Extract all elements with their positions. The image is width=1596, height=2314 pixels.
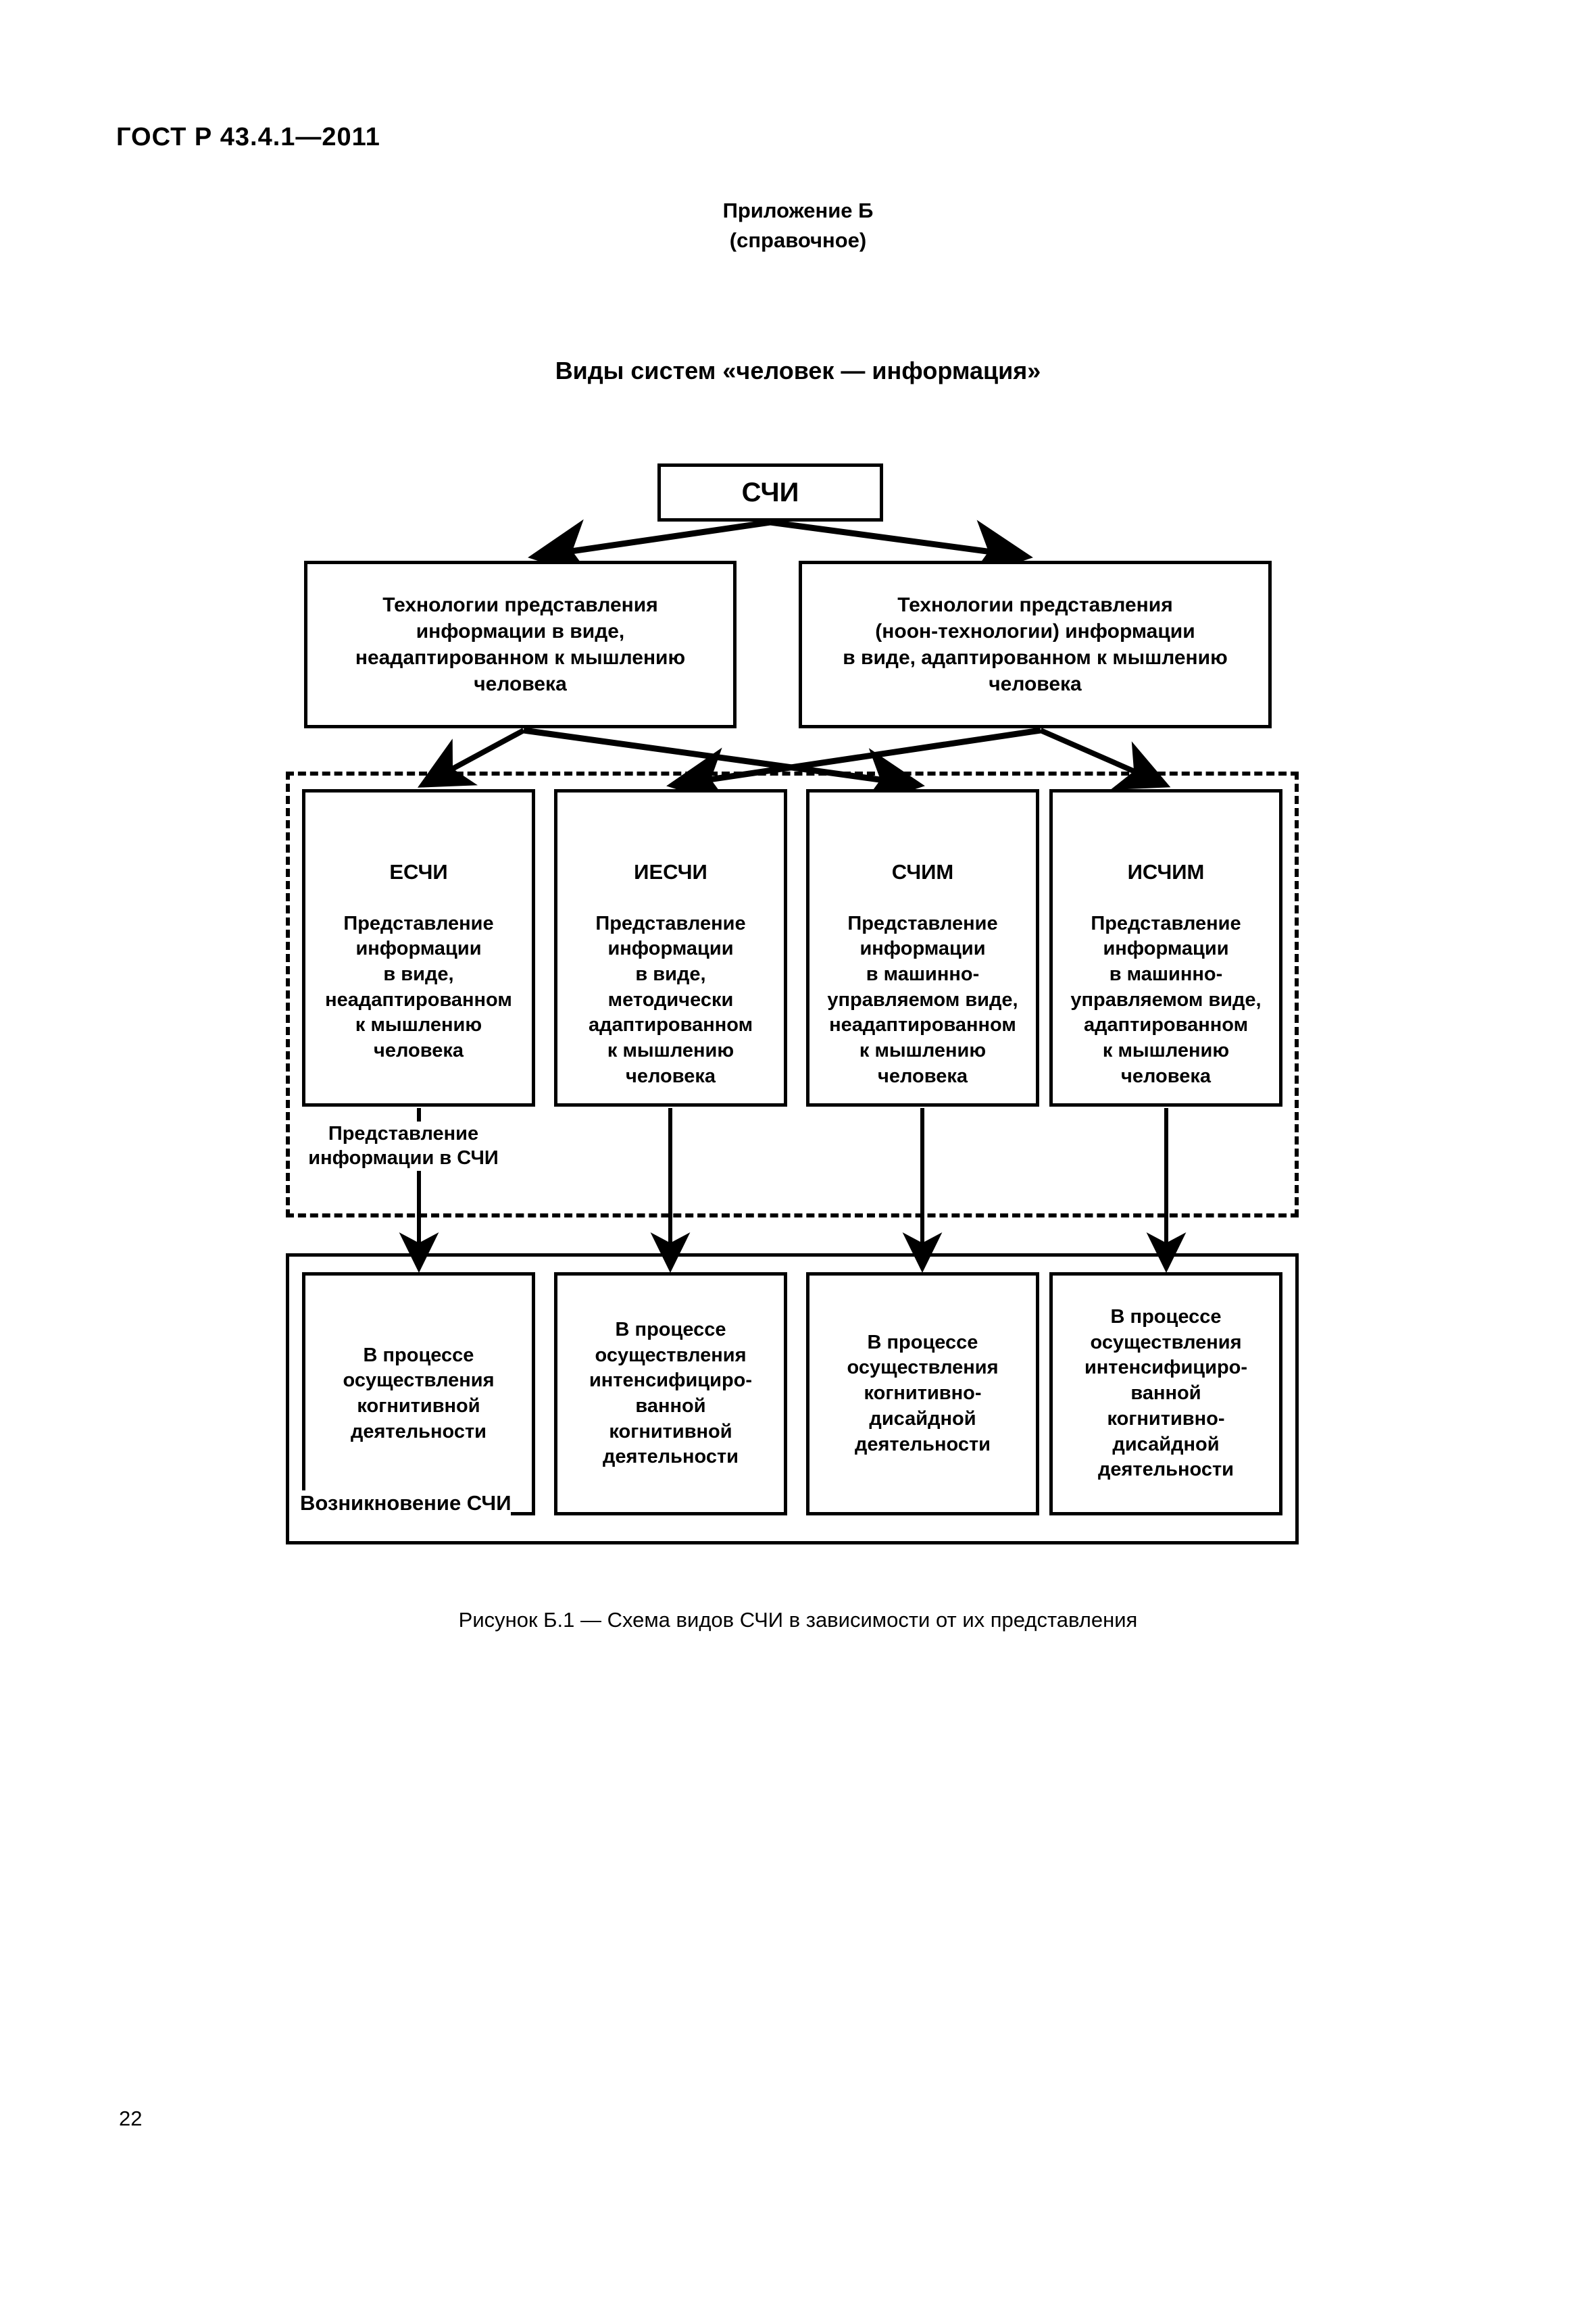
node-ischim-label: Представление информации в машинно- упра… — [1070, 912, 1262, 1087]
node-schim-abbr: СЧИМ — [891, 859, 954, 884]
arrow-tech-adapted-to-ischim — [1039, 728, 1171, 790]
node-tech-adapted[interactable]: Технологии представления (ноон-технологи… — [799, 561, 1272, 728]
node-proc-cognitive-label: В процессе осуществления когнитивной дея… — [343, 1344, 495, 1442]
arrow-tech-adapted-to-ieschi — [666, 727, 1041, 807]
node-proc-cogn-diside[interactable]: В процессе осуществления когнитивно- дис… — [806, 1272, 1039, 1515]
node-tech-nonadapted[interactable]: Технологии представления информации в ви… — [304, 561, 737, 728]
connector-layer — [399, 519, 1187, 1273]
node-tech-adapted-label: Технологии представления (ноон-технологи… — [843, 594, 1228, 695]
arrow-root-to-tech-nonadapted — [528, 519, 771, 578]
arrow-tech-nonadapted-to-eschi — [417, 728, 525, 788]
group-emergence-container — [286, 1253, 1299, 1544]
node-proc-intens-diside-label: В процессе осуществления интенсифициро- … — [1084, 1306, 1248, 1481]
appendix-subtitle: (справочное) — [729, 228, 867, 253]
node-proc-intens-diside[interactable]: В процессе осуществления интенсифициро- … — [1049, 1272, 1282, 1515]
appendix-heading: Приложение Б (справочное) — [0, 196, 1596, 255]
page-number: 22 — [119, 2107, 143, 2130]
appendix-title: Приложение Б — [722, 199, 874, 222]
node-proc-cogn-diside-label: В процессе осуществления когнитивно- дис… — [847, 1331, 999, 1455]
figure-caption: Рисунок Б.1 — Схема видов СЧИ в зависимо… — [458, 1608, 1138, 1632]
arrow-root-to-tech-adapted — [770, 519, 1033, 579]
group-representation-container — [286, 772, 1299, 1217]
diagram-canvas: СЧИ Технологии представления информации … — [286, 463, 1299, 1544]
node-eschi-abbr: ЕСЧИ — [389, 859, 448, 884]
node-ieschi-abbr: ИЕСЧИ — [634, 859, 707, 884]
group-representation-label: Представление информации в СЧИ — [292, 1122, 515, 1171]
node-schim[interactable]: СЧИМ Представление информации в машинно- … — [806, 789, 1039, 1107]
node-schim-text: СЧИМ Представление информации в машинно- … — [823, 833, 1022, 1089]
node-proc-intens-cogn-label: В процессе осуществления интенсифициро- … — [589, 1318, 753, 1468]
node-eschi-text: ЕСЧИ Представление информации в виде, неа… — [321, 833, 516, 1064]
node-ischim-text: ИСЧИМ Представление информации в машинно-… — [1066, 833, 1265, 1089]
group-emergence-label: Возникновение СЧИ — [300, 1490, 512, 1517]
node-ischim[interactable]: ИСЧИМ Представление информации в машинно-… — [1049, 789, 1282, 1107]
node-schim-label: Представление информации в машинно- упра… — [827, 912, 1018, 1087]
node-tech-nonadapted-label: Технологии представления информации в ви… — [355, 594, 686, 695]
node-schi[interactable]: СЧИ — [657, 463, 883, 522]
document-header: ГОСТ Р 43.4.1—2011 — [116, 123, 380, 151]
page-title: Виды систем «человек — информация» — [555, 357, 1041, 384]
node-proc-intens-cogn[interactable]: В процессе осуществления интенсифициро- … — [554, 1272, 787, 1515]
node-eschi-label: Представление информации в виде, неадапт… — [325, 912, 512, 1062]
node-ieschi[interactable]: ИЕСЧИ Представление информации в виде, ме… — [554, 789, 787, 1107]
node-ieschi-text: ИЕСЧИ Представление информации в виде, ме… — [584, 833, 757, 1089]
node-ischim-abbr: ИСЧИМ — [1127, 859, 1205, 884]
node-proc-cognitive[interactable]: В процессе осуществления когнитивной дея… — [302, 1272, 535, 1515]
node-schi-label: СЧИ — [741, 478, 799, 507]
node-ieschi-label: Представление информации в виде, методич… — [588, 912, 753, 1087]
node-eschi[interactable]: ЕСЧИ Представление информации в виде, неа… — [302, 789, 535, 1107]
